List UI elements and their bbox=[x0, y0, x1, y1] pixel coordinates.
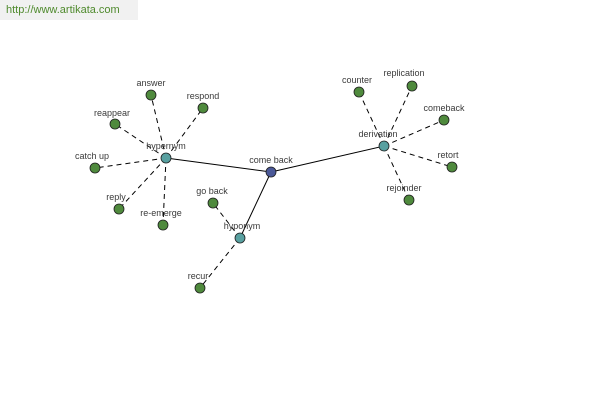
node-reappear[interactable] bbox=[109, 118, 121, 130]
edge-derivation-comeback_leaf bbox=[383, 119, 445, 147]
node-respond[interactable] bbox=[197, 102, 209, 114]
node-comeback_center[interactable] bbox=[265, 166, 277, 178]
node-label-reemerge[interactable]: re-emerge bbox=[140, 208, 182, 218]
nodes-layer bbox=[89, 80, 458, 294]
node-reply[interactable] bbox=[113, 203, 125, 215]
node-label-recur[interactable]: recur bbox=[188, 271, 209, 281]
edge-hypernym-respond bbox=[165, 107, 204, 159]
node-comeback_leaf[interactable] bbox=[438, 114, 450, 126]
node-label-hyponym[interactable]: hyponym bbox=[224, 221, 261, 231]
edges-layer bbox=[94, 85, 453, 289]
edge-comeback_center-hyponym bbox=[239, 171, 272, 239]
edge-hypernym-reappear bbox=[114, 123, 167, 159]
node-label-reappear[interactable]: reappear bbox=[94, 108, 130, 118]
edge-hypernym-reemerge bbox=[162, 157, 167, 226]
edge-hyponym-goback bbox=[212, 202, 241, 239]
watermark-url: http://www.artikata.com bbox=[0, 0, 138, 20]
node-label-goback[interactable]: go back bbox=[196, 186, 228, 196]
node-label-answer[interactable]: answer bbox=[136, 78, 165, 88]
node-derivation[interactable] bbox=[378, 140, 390, 152]
node-label-comeback_leaf[interactable]: comeback bbox=[423, 103, 465, 113]
node-hyponym[interactable] bbox=[234, 232, 246, 244]
node-retort[interactable] bbox=[446, 161, 458, 173]
edge-hypernym-reply bbox=[118, 157, 167, 210]
labels-layer: come back hypernym hyponym derivation answer… bbox=[75, 68, 465, 281]
node-catchup[interactable] bbox=[89, 162, 101, 174]
node-replication[interactable] bbox=[406, 80, 418, 92]
edge-hypernym-catchup bbox=[94, 157, 167, 169]
node-label-respond[interactable]: respond bbox=[187, 91, 220, 101]
edge-derivation-replication bbox=[383, 85, 413, 147]
edge-comeback_center-hypernym bbox=[165, 157, 272, 173]
edge-derivation-rejoinder bbox=[383, 145, 410, 201]
edge-hyponym-recur bbox=[199, 237, 241, 289]
edge-comeback_center-derivation bbox=[270, 145, 385, 173]
node-label-comeback_center[interactable]: come back bbox=[249, 155, 293, 165]
edge-hypernym-answer bbox=[150, 94, 167, 159]
node-rejoinder[interactable] bbox=[403, 194, 415, 206]
node-label-replication[interactable]: replication bbox=[383, 68, 424, 78]
edge-derivation-counter bbox=[358, 91, 385, 147]
node-label-reply[interactable]: reply bbox=[106, 192, 126, 202]
node-label-derivation[interactable]: derivation bbox=[358, 129, 397, 139]
node-reemerge[interactable] bbox=[157, 219, 169, 231]
node-label-rejoinder[interactable]: rejoinder bbox=[386, 183, 421, 193]
node-counter[interactable] bbox=[353, 86, 365, 98]
edge-derivation-retort bbox=[383, 145, 453, 168]
node-answer[interactable] bbox=[145, 89, 157, 101]
node-label-retort[interactable]: retort bbox=[437, 150, 459, 160]
node-goback[interactable] bbox=[207, 197, 219, 209]
node-recur[interactable] bbox=[194, 282, 206, 294]
node-label-counter[interactable]: counter bbox=[342, 75, 372, 85]
node-label-catchup[interactable]: catch up bbox=[75, 151, 109, 161]
node-label-hypernym[interactable]: hypernym bbox=[146, 141, 186, 151]
node-hypernym[interactable] bbox=[160, 152, 172, 164]
